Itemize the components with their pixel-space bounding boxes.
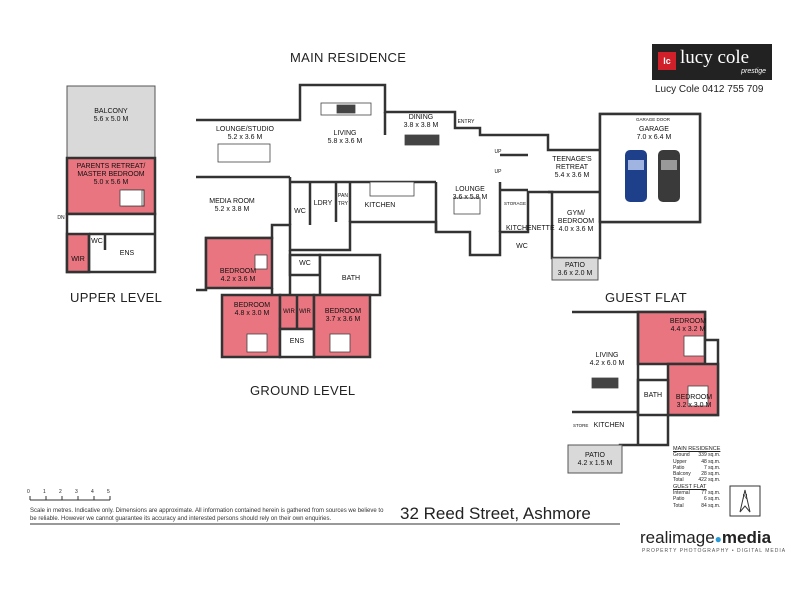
kitchen-label: KITCHEN	[364, 202, 396, 209]
area-main-heading: MAIN RESIDENCE	[673, 446, 721, 452]
logo-tag: prestige	[741, 68, 766, 75]
area-flat-heading: GUEST FLAT	[673, 483, 707, 490]
bath-main-label: BATH	[341, 275, 361, 282]
pantry-label: PANTRY	[338, 193, 348, 207]
upper-wir-label: WIR	[71, 256, 85, 263]
upper-wc-label: WC	[91, 238, 103, 245]
flat-patio-area	[567, 444, 623, 474]
balcony-area	[66, 85, 156, 159]
scale-label-2: 2	[59, 489, 62, 495]
up2-label: UP	[494, 169, 502, 175]
studio-name2: media	[721, 528, 772, 547]
svg-text:N: N	[742, 494, 747, 501]
logo-mark: lc	[658, 52, 676, 70]
ground-level-heading: GROUND LEVEL	[250, 383, 356, 398]
wc1-label: WC	[294, 208, 306, 215]
wir1-label: WIR	[283, 309, 295, 315]
scale-label-3: 3	[75, 489, 78, 495]
wc2-label: WC	[299, 260, 311, 267]
kitchenette-label: KITCHENETTE	[506, 225, 555, 232]
flat-kitchen-label: KITCHEN	[593, 422, 625, 429]
scale-label-5: 5	[107, 489, 110, 495]
guest-flat-heading: GUEST FLAT	[605, 290, 687, 305]
logo-name: lucy cole	[680, 47, 750, 68]
storage-label: STORAGE	[504, 201, 526, 206]
flat-store-label: STORE	[573, 423, 589, 428]
studio-subtitle: PROPERTY PHOTOGRAPHY • DIGITAL MEDIA	[642, 548, 787, 554]
flat-bath-label: BATH	[643, 392, 663, 399]
ens-main-label: ENS	[289, 338, 305, 345]
upper-ens-label: ENS	[119, 250, 135, 257]
scale-label-1: 1	[43, 489, 46, 495]
entry-label: ENTRY	[457, 119, 475, 125]
scale-label-4: 4	[91, 489, 94, 495]
main-residence-heading: MAIN RESIDENCE	[290, 50, 407, 65]
upper-dn-label: DN	[57, 215, 65, 221]
agent-contact: Lucy Cole 0412 755 709	[655, 84, 764, 95]
studio-dot-icon: ●	[714, 532, 722, 546]
disclaimer-text: Scale in metres. Indicative only. Dimens…	[30, 508, 384, 522]
scale-label-0: 0	[27, 489, 30, 495]
studio-brand: realimage●media	[640, 528, 771, 548]
garage-door-label: GARAGE DOOR	[635, 117, 670, 122]
wir2-label: WIR	[299, 309, 311, 315]
upper-level-heading: UPPER LEVEL	[70, 290, 163, 305]
up1-label: UP	[494, 149, 502, 155]
studio-name: realimage	[640, 528, 715, 547]
property-address: 32 Reed Street, Ashmore	[400, 504, 591, 523]
patio-main-area	[551, 257, 599, 281]
lucy-cole-logo: lc lucy cole prestige	[652, 44, 772, 80]
wc-kitchenette-label: WC	[516, 243, 528, 250]
compass-icon: N	[729, 485, 761, 517]
ldry-label: LDRY	[313, 200, 333, 207]
